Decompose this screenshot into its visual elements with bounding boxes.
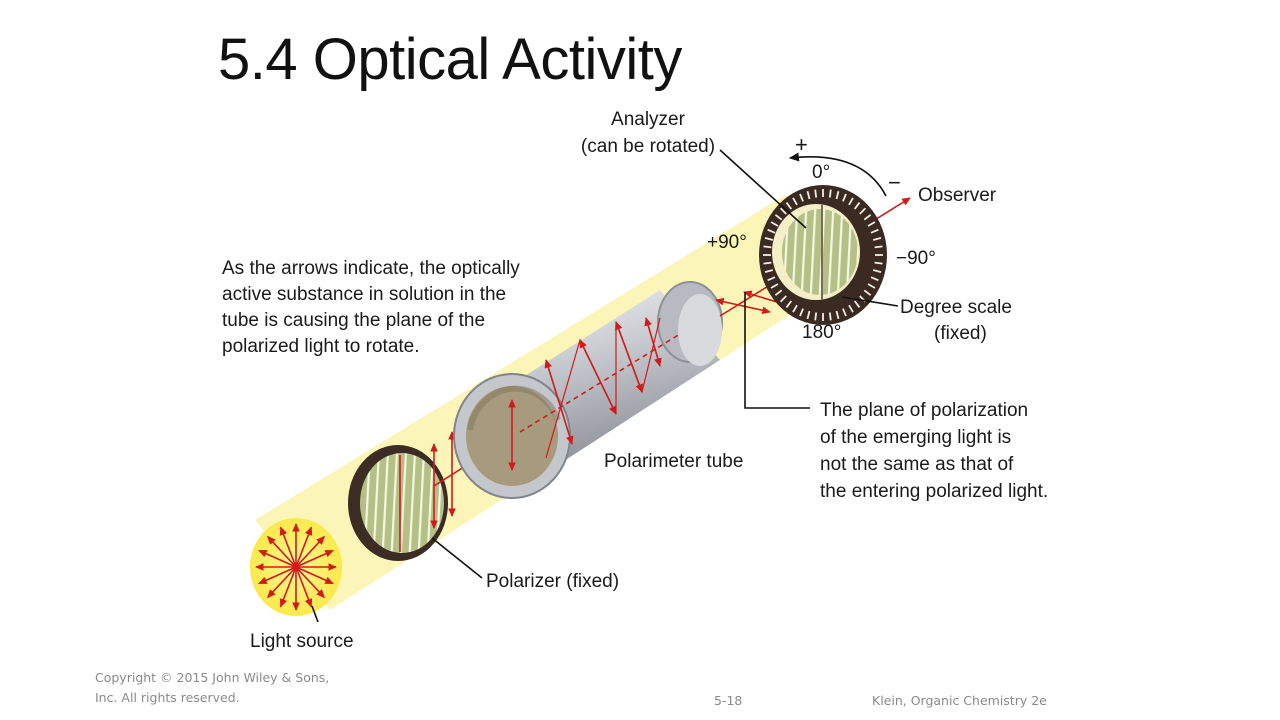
light-ray [295,566,334,585]
page-title: 5.4 Optical Activity [218,27,682,92]
dial-tick [763,245,772,249]
light-ray [267,566,297,599]
svg-text:As the arrows indicate, the op: As the arrows indicate, the optically [222,258,520,279]
dial-tick [806,190,811,200]
svg-text:polarized light to rotate.: polarized light to rotate. [222,336,420,357]
analyzer-dial-icon [759,185,887,325]
plane-note-text: The plane of polarization of the emergin… [820,400,1048,502]
analyzer-label: Analyzer [611,109,686,130]
dial-tick [835,190,840,200]
dial-tick [774,289,783,296]
light-ray [279,526,297,568]
explanation-text: As the arrows indicate, the optically ac… [222,258,520,357]
degree-180-label: 180° [802,322,841,343]
dial-tick [767,276,776,282]
dial-tick [785,300,793,308]
dial-tick [842,193,847,202]
dial-tick [767,228,776,234]
dial-tick [863,289,872,296]
polarizer-label: Polarizer (fixed) [486,571,619,592]
observer-label: Observer [918,185,997,206]
polarizer-filter-icon [348,445,448,561]
dial-tick [853,202,861,210]
dial-tick [867,283,876,289]
zero-degree-label: 0° [812,162,830,183]
svg-text:of the emerging light is: of the emerging light is [820,427,1011,448]
light-ray [295,566,325,599]
dial-tick [806,310,811,320]
plus-sign: + [795,132,808,157]
dial-tick [867,221,876,227]
rotation-direction-arrow [788,152,887,197]
dial-tick [799,308,804,317]
dial-tick [872,269,882,273]
copyright-line-2: Inc. All rights reserved. [95,690,240,705]
dial-tick [835,310,840,320]
polarimeter-tube-label: Polarimeter tube [604,451,743,472]
light-ray [295,549,334,568]
plus90-label: +90° [707,232,747,253]
light-source-label: Light source [250,631,354,652]
dial-tick [853,300,861,308]
dial-tick [779,207,787,215]
minus-sign: − [888,170,901,195]
dial-tick [799,193,804,202]
svg-text:The plane of polarization: The plane of polarization [820,400,1028,421]
source-credit: Klein, Organic Chemistry 2e [872,693,1047,708]
dial-tick [774,214,783,221]
copyright-notice: Copyright © 2015 John Wiley & Sons, Inc.… [95,668,355,708]
light-ray [267,535,297,568]
dial-tick [779,295,787,303]
light-source-icon [250,518,342,616]
degree-scale-sublabel: (fixed) [934,323,987,344]
dial-tick [764,269,774,273]
svg-text:not the same as that of: not the same as that of [820,454,1014,475]
dial-tick [814,189,818,198]
dial-tick [874,245,883,249]
light-ray [279,566,297,608]
dial-tick [859,207,867,215]
degree-scale-label: Degree scale [900,297,1012,318]
dial-tick [870,276,879,282]
dial-tick [770,221,779,227]
dial-tick [863,214,872,221]
copyright-line-1: Copyright © 2015 John Wiley & Sons, [95,670,330,685]
dial-tick [770,283,779,289]
dial-tick [874,261,883,265]
dial-tick [814,312,818,321]
leader-lines [311,149,899,623]
minus90-label: −90° [896,248,936,269]
dial-tick [764,237,774,241]
dial-tick [828,312,832,321]
dial-tick [870,228,879,234]
light-ray [295,526,313,568]
dial-tick [763,261,772,265]
dial-tick [872,237,882,241]
slide-number: 5-18 [714,693,743,708]
light-ray [258,566,297,585]
svg-text:tube is causing the plane of t: tube is causing the plane of the [222,310,485,331]
svg-text:active substance in solution i: active substance in solution in the [222,284,506,305]
dial-tick [785,202,793,210]
analyzer-sublabel: (can be rotated) [581,136,715,157]
dial-tick [848,304,854,313]
dial-tick [792,304,798,313]
light-ray [295,535,325,568]
light-ray [295,566,313,608]
rotating-plane-arrows [508,317,681,471]
dial-tick [828,189,832,198]
light-ray [258,549,297,568]
dial-tick [848,197,854,206]
dial-tick [792,197,798,206]
dial-tick [842,308,847,317]
svg-text:the entering polarized light.: the entering polarized light. [820,481,1048,502]
